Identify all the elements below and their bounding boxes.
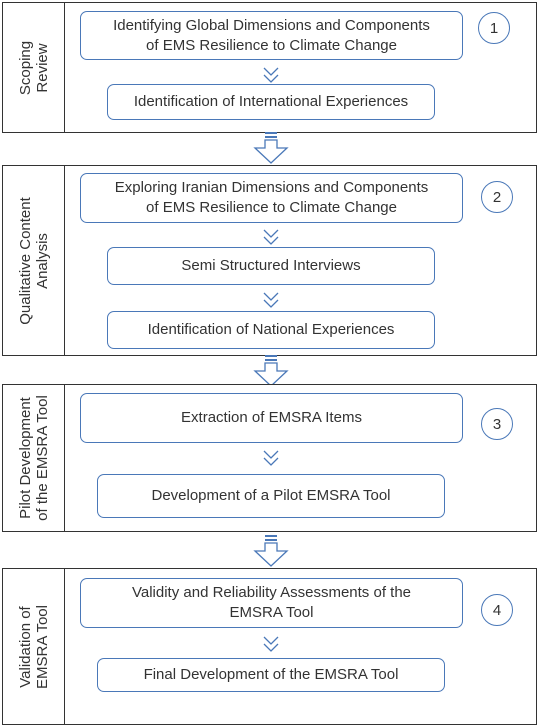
phase-label: Pilot Development of the EMSRA Tool bbox=[16, 395, 51, 521]
chevron-down-icon bbox=[263, 450, 279, 466]
step-number-badge: 4 bbox=[481, 594, 513, 626]
phase-label: Scoping Review bbox=[16, 40, 51, 95]
chevron-down-icon bbox=[263, 229, 279, 245]
phase-label-column: Pilot Development of the EMSRA Tool bbox=[3, 385, 65, 531]
chevron-down-icon bbox=[263, 636, 279, 652]
step-box-international-experiences: Identification of International Experien… bbox=[107, 84, 435, 120]
step-box-extraction-items: Extraction of EMSRA Items bbox=[80, 393, 463, 443]
step-number-badge: 2 bbox=[481, 181, 513, 213]
phase-label: Qualitative Content Analysis bbox=[16, 196, 51, 325]
step-box-semi-structured-interviews: Semi Structured Interviews bbox=[107, 247, 435, 285]
block-arrow-down-icon bbox=[254, 355, 288, 387]
step-box-national-experiences: Identification of National Experiences bbox=[107, 311, 435, 349]
chevron-down-icon bbox=[263, 292, 279, 308]
phase-label: Validation of EMSRA Tool bbox=[16, 604, 51, 689]
step-box-final-development: Final Development of the EMSRA Tool bbox=[97, 658, 445, 692]
step-box-pilot-tool: Development of a Pilot EMSRA Tool bbox=[97, 474, 445, 518]
phase-label-column: Qualitative Content Analysis bbox=[3, 166, 65, 355]
step-number-badge: 1 bbox=[478, 12, 510, 44]
phase-label-column: Validation of EMSRA Tool bbox=[3, 569, 65, 724]
block-arrow-down-icon bbox=[254, 535, 288, 567]
block-arrow-down-icon bbox=[254, 132, 288, 164]
step-box-global-dimensions: Identifying Global Dimensions and Compon… bbox=[80, 11, 463, 60]
step-box-validity-reliability: Validity and Reliability Assessments of … bbox=[80, 578, 463, 628]
chevron-down-icon bbox=[263, 67, 279, 83]
phase-label-column: Scoping Review bbox=[3, 3, 65, 132]
step-box-iranian-dimensions: Exploring Iranian Dimensions and Compone… bbox=[80, 173, 463, 223]
step-number-badge: 3 bbox=[481, 408, 513, 440]
